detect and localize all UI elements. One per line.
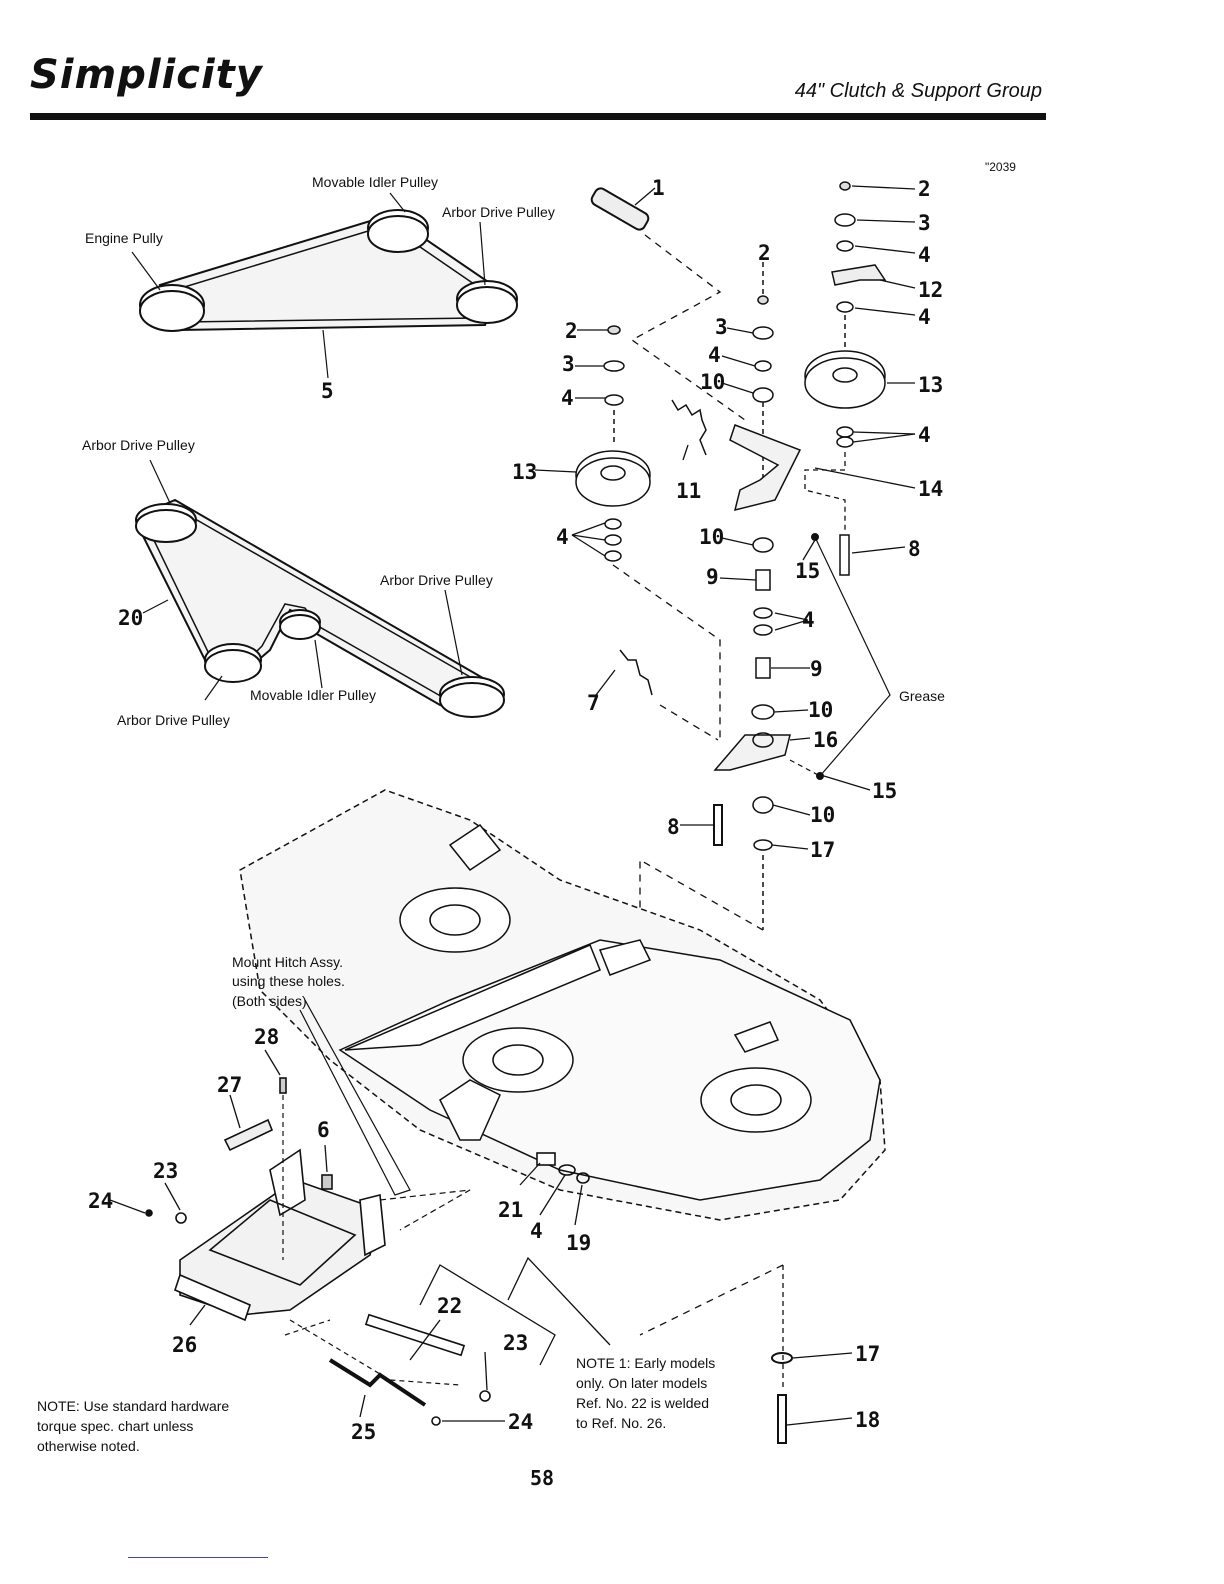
label-arbor-drive-2-right: Arbor Drive Pulley bbox=[380, 572, 493, 588]
part-number-p7: 7 bbox=[587, 691, 600, 715]
label-arbor-drive-2-bottom: Arbor Drive Pulley bbox=[117, 712, 230, 728]
label-movable-idler-2: Movable Idler Pulley bbox=[250, 687, 376, 703]
part-number-p2a: 2 bbox=[918, 177, 931, 201]
part-number-p28: 28 bbox=[254, 1025, 279, 1049]
part-number-p4c: 4 bbox=[918, 423, 931, 447]
page-number: 58 bbox=[530, 1466, 555, 1490]
part-number-belt-1: 5 bbox=[321, 379, 334, 403]
part-number-p25: 25 bbox=[351, 1420, 376, 1444]
part-number-p17b: 17 bbox=[855, 1342, 880, 1366]
leader-lines bbox=[109, 185, 916, 1426]
part-number-p27: 27 bbox=[217, 1073, 242, 1097]
bottom-link-rule bbox=[128, 1557, 268, 1558]
note-hardware-line1: NOTE: Use standard hardware bbox=[37, 1398, 230, 1414]
part-number-p12: 12 bbox=[918, 278, 943, 302]
part-number-p18: 18 bbox=[855, 1408, 880, 1432]
part-number-p10b: 10 bbox=[699, 525, 724, 549]
figure-reference: "2039 bbox=[985, 160, 1016, 174]
part-number-p4g: 4 bbox=[802, 608, 815, 632]
hitch-assembly bbox=[145, 999, 611, 1426]
part-number-p4f: 4 bbox=[556, 525, 569, 549]
part-number-p21: 21 bbox=[498, 1198, 523, 1222]
part-number-p2b: 2 bbox=[758, 241, 771, 265]
label-mount-hitch-line2: using these holes. bbox=[232, 973, 345, 989]
note-hardware-line2: torque spec. chart unless bbox=[37, 1418, 194, 1434]
part-number-p16: 16 bbox=[813, 728, 838, 752]
belt-diagram-upper bbox=[131, 192, 518, 379]
belt-labels: Movable Idler Pulley Arbor Drive Pulley … bbox=[82, 174, 945, 1009]
part-number-p4b: 4 bbox=[918, 305, 931, 329]
part-number-p14: 14 bbox=[918, 477, 943, 501]
part-number-p10d: 10 bbox=[810, 803, 835, 827]
note-1-line4: to Ref. No. 26. bbox=[576, 1415, 667, 1431]
note-1: NOTE 1: Early models only. On later mode… bbox=[576, 1353, 715, 1433]
clutch-exploded-view bbox=[575, 181, 891, 1444]
label-grease: Grease bbox=[899, 688, 945, 704]
part-number-p13a: 13 bbox=[918, 373, 943, 397]
part-number-p23b: 23 bbox=[503, 1331, 528, 1355]
part-number-p4a: 4 bbox=[918, 243, 931, 267]
part-number-p8a: 8 bbox=[908, 537, 921, 561]
header-rule bbox=[30, 113, 1046, 120]
part-number-p4d: 4 bbox=[708, 343, 721, 367]
note-1-line1: NOTE 1: Early models bbox=[576, 1355, 716, 1371]
part-number-p10c: 10 bbox=[808, 698, 833, 722]
part-number-p24a: 24 bbox=[88, 1189, 113, 1213]
section-title: 44" Clutch & Support Group bbox=[794, 80, 1042, 102]
part-number-p3b: 3 bbox=[715, 315, 728, 339]
part-number-p2c: 2 bbox=[565, 319, 578, 343]
part-number-p13b: 13 bbox=[512, 460, 537, 484]
belt-diagram-lower bbox=[135, 459, 505, 718]
label-engine-pulley: Engine Pully bbox=[85, 230, 163, 246]
label-mount-hitch-line3: (Both sides) bbox=[232, 993, 307, 1009]
part-number-p3a: 3 bbox=[918, 211, 931, 235]
part-number-p15a: 15 bbox=[795, 559, 820, 583]
label-mount-hitch-line1: Mount Hitch Assy. bbox=[232, 954, 343, 970]
part-number-p11: 11 bbox=[676, 479, 701, 503]
part-number-p26: 26 bbox=[172, 1333, 197, 1357]
part-number-belt-2: 20 bbox=[118, 606, 143, 630]
part-number-p9b: 9 bbox=[810, 657, 823, 681]
part-number-p6: 6 bbox=[317, 1118, 330, 1142]
note-hardware-line3: otherwise noted. bbox=[37, 1438, 140, 1454]
part-number-p15b: 15 bbox=[872, 779, 897, 803]
part-number-p19: 19 bbox=[566, 1231, 591, 1255]
note-1-line2: only. On later models bbox=[576, 1375, 708, 1391]
label-arbor-drive-2-top: Arbor Drive Pulley bbox=[82, 437, 195, 453]
label-arbor-drive-1: Arbor Drive Pulley bbox=[442, 204, 555, 220]
brand-logo: Simplicity bbox=[30, 52, 263, 98]
mower-deck bbox=[239, 789, 886, 1221]
part-number-p10a: 10 bbox=[700, 370, 725, 394]
part-number-p4h: 4 bbox=[530, 1219, 543, 1243]
part-number-p24b: 24 bbox=[508, 1410, 533, 1434]
part-number-p8b: 8 bbox=[667, 815, 680, 839]
note-hardware: NOTE: Use standard hardware torque spec.… bbox=[37, 1396, 229, 1456]
part-number-p23a: 23 bbox=[153, 1159, 178, 1183]
part-number-p9a: 9 bbox=[706, 565, 719, 589]
part-number-p3c: 3 bbox=[562, 352, 575, 376]
part-number-p22: 22 bbox=[437, 1294, 462, 1318]
part-number-p1: 1 bbox=[652, 176, 665, 200]
label-movable-idler-1: Movable Idler Pulley bbox=[312, 174, 438, 190]
note-1-line3: Ref. No. 22 is welded bbox=[576, 1395, 710, 1411]
part-number-p17a: 17 bbox=[810, 838, 835, 862]
part-number-p4e: 4 bbox=[561, 386, 574, 410]
